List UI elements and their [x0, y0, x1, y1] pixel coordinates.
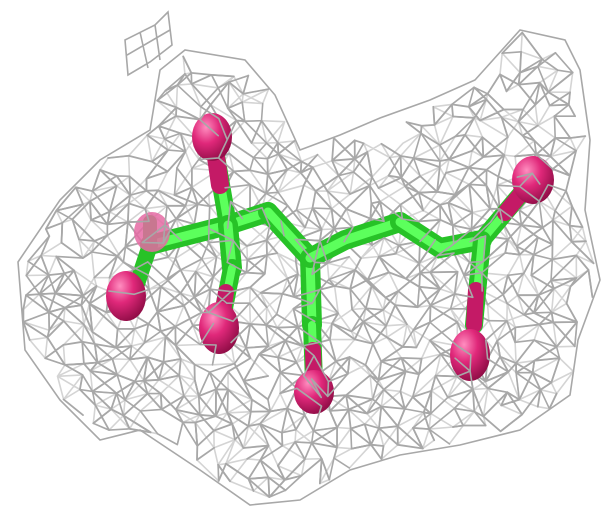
- oxygen-atom-left: [106, 271, 146, 321]
- oxygen-atom-middle: [199, 302, 239, 354]
- oxygen-atom-bottom: [294, 370, 334, 414]
- bond-o-right-half: [497, 187, 528, 221]
- bond-c7-c8-hi: [395, 217, 487, 253]
- bond-o-lower-half: [466, 282, 484, 333]
- bond-c3-c5-hi: [263, 207, 315, 263]
- mesh-outline: [17, 29, 601, 506]
- mesh-lines: [22, 51, 594, 498]
- electron-density-mesh-front: [17, 10, 601, 506]
- carbon-bonds: [127, 141, 529, 391]
- mesh-fragment: [124, 10, 173, 77]
